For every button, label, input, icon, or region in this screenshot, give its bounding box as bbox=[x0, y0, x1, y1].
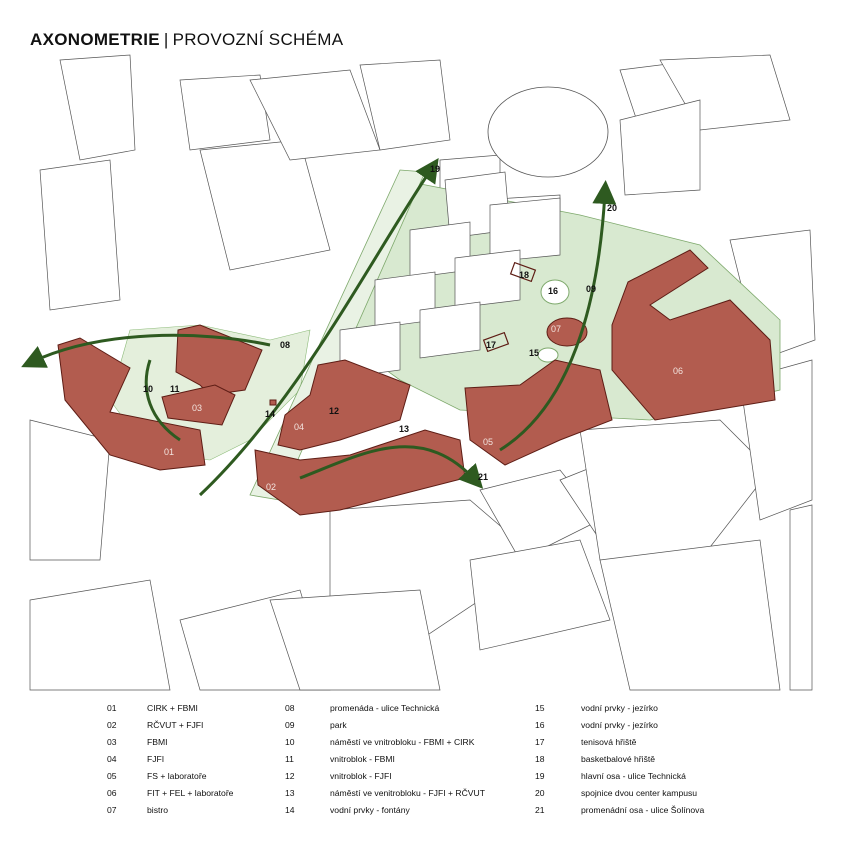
label-20: 20 bbox=[607, 203, 617, 213]
campus-buildings bbox=[57, 249, 776, 516]
label-07: 07 bbox=[551, 324, 561, 334]
axis-21 bbox=[299, 445, 484, 489]
label-17: 17 bbox=[486, 340, 496, 350]
label-15: 15 bbox=[529, 348, 539, 358]
axes bbox=[21, 158, 617, 497]
fountain bbox=[269, 399, 277, 406]
label-04: 04 bbox=[294, 422, 304, 432]
label-16: 16 bbox=[548, 286, 558, 296]
building-06 bbox=[611, 249, 776, 421]
basketball-court bbox=[509, 261, 537, 283]
label-19: 19 bbox=[430, 164, 440, 174]
building-05 bbox=[464, 359, 613, 466]
title-main: AXONOMETRIE bbox=[30, 30, 160, 49]
label-18: 18 bbox=[519, 270, 529, 280]
building-02 bbox=[254, 429, 466, 516]
bistro-pond bbox=[546, 317, 588, 347]
building-04 bbox=[277, 359, 411, 451]
label-21: 21 bbox=[478, 472, 488, 482]
label-09: 09 bbox=[586, 284, 596, 294]
page-title: AXONOMETRIE|PROVOZNÍ SCHÉMA bbox=[30, 30, 343, 50]
title-divider: | bbox=[163, 30, 169, 49]
axis-20 bbox=[499, 180, 617, 452]
label-01: 01 bbox=[164, 447, 174, 457]
label-12: 12 bbox=[329, 406, 339, 416]
label-03: 03 bbox=[192, 403, 202, 413]
axis-west bbox=[21, 333, 271, 368]
label-10: 10 bbox=[143, 384, 153, 394]
building-01 bbox=[57, 337, 206, 471]
label-08: 08 bbox=[280, 340, 290, 350]
axis-10 bbox=[144, 359, 181, 442]
campus-blocks bbox=[339, 171, 561, 379]
label-02: 02 bbox=[266, 482, 276, 492]
label-05: 05 bbox=[483, 437, 493, 447]
building-03b bbox=[161, 384, 236, 426]
title-sub: PROVOZNÍ SCHÉMA bbox=[172, 30, 344, 49]
stadium-outline bbox=[487, 86, 609, 178]
axis-19 bbox=[198, 158, 439, 497]
label-11: 11 bbox=[170, 384, 180, 394]
pond-16 bbox=[540, 279, 570, 305]
pond-15 bbox=[537, 347, 559, 363]
label-13: 13 bbox=[399, 424, 409, 434]
label-14: 14 bbox=[265, 409, 275, 419]
tennis-court bbox=[482, 331, 510, 353]
label-06: 06 bbox=[673, 366, 683, 376]
